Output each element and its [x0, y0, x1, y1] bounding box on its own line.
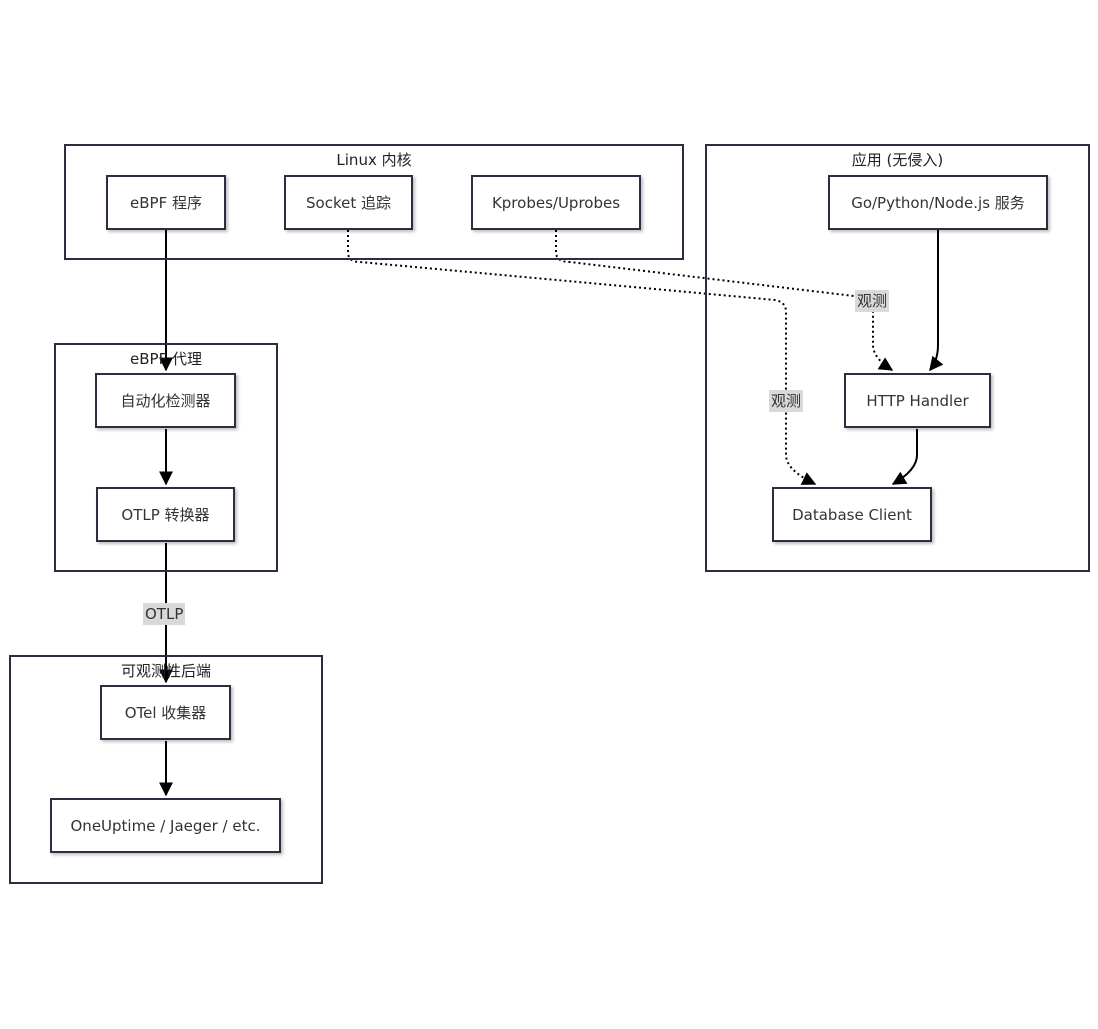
cluster-application: 应用 (无侵入) — [705, 144, 1090, 572]
cluster-title-observability-backend: 可观测性后端 — [120, 662, 211, 680]
edge-label-observe-http: 观测 — [855, 290, 890, 312]
node-ebpf-program[interactable]: eBPF 程序 — [106, 175, 226, 230]
edge-kprobes-to-http — [555, 230, 894, 371]
node-otel-collector[interactable]: OTel 收集器 — [100, 685, 231, 740]
node-service[interactable]: Go/Python/Node.js 服务 — [828, 175, 1048, 230]
cluster-ebpf-agent: eBPF 代理 — [54, 343, 278, 572]
cluster-observability-backend: 可观测性后端 — [9, 655, 323, 884]
edge-service-to-http — [929, 230, 944, 372]
cluster-linux-kernel: Linux 内核 — [64, 144, 684, 260]
cluster-title-linux-kernel: Linux 内核 — [336, 151, 412, 169]
edge-http-to-db — [891, 429, 918, 485]
edge-label-observe-db: 观测 — [769, 390, 804, 412]
edge-label-otlp: OTLP — [143, 603, 186, 625]
node-otlp-converter[interactable]: OTLP 转换器 — [96, 487, 235, 542]
node-socket-trace[interactable]: Socket 追踪 — [284, 175, 413, 230]
node-auto-instrumenter[interactable]: 自动化检测器 — [95, 373, 236, 428]
node-kprobes-uprobes[interactable]: Kprobes/Uprobes — [471, 175, 641, 230]
node-http-handler[interactable]: HTTP Handler — [844, 373, 991, 428]
node-database-client[interactable]: Database Client — [772, 487, 932, 542]
cluster-title-application: 应用 (无侵入) — [851, 151, 944, 169]
cluster-title-ebpf-agent: eBPF 代理 — [130, 350, 202, 368]
node-backends[interactable]: OneUptime / Jaeger / etc. — [50, 798, 281, 853]
edge-socket-to-db — [347, 230, 817, 485]
